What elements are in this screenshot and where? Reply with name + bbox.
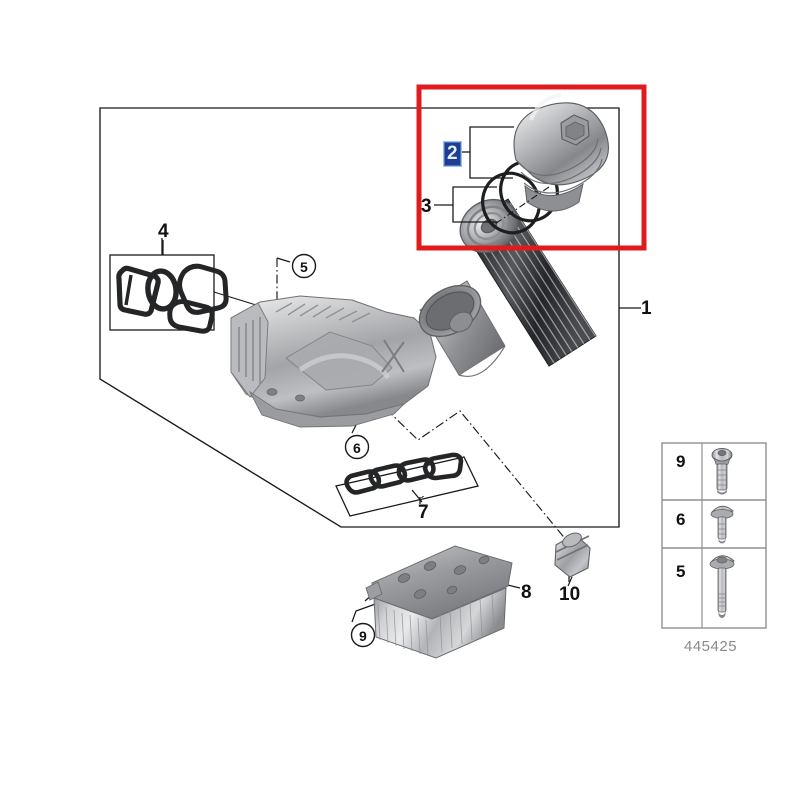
- gasket-set-4: [116, 263, 229, 334]
- callout-label-6[interactable]: 6: [353, 440, 361, 456]
- legend-box: [661, 442, 767, 629]
- assembly-outline: [99, 107, 620, 528]
- callout-label-2-text: 2: [444, 142, 461, 166]
- gasket-set-7: [344, 452, 464, 495]
- callout-label-9[interactable]: 9: [359, 628, 367, 644]
- bracket-2: [456, 126, 514, 179]
- callout-circle-6: [344, 434, 370, 460]
- callout-circles: [291, 253, 376, 648]
- callout-label-5[interactable]: 5: [300, 259, 308, 275]
- callout-label-2[interactable]: 2: [444, 142, 461, 166]
- selection-highlight-box[interactable]: [416, 84, 647, 251]
- oil-filter-cover-cap: [513, 93, 609, 212]
- callout-label-4[interactable]: 4: [158, 221, 169, 242]
- bracket-3: [434, 186, 498, 223]
- legend-bolt-9: [711, 448, 733, 495]
- callout-label-1[interactable]: 1: [641, 298, 652, 319]
- legend-row-number-9: 9: [676, 452, 686, 471]
- legend-row-number-5: 5: [676, 562, 686, 581]
- oil-cooler: [365, 545, 513, 659]
- part-box-7: [335, 456, 479, 517]
- callout-label-3[interactable]: 3: [421, 196, 432, 217]
- cap-alignment-leader: [491, 186, 550, 227]
- legend-bolt-6: [710, 505, 734, 544]
- oil-filter-housing-body: [230, 295, 437, 428]
- dash-dot-leaders: [276, 258, 568, 542]
- legend-bolt-5: [709, 555, 735, 618]
- oil-thermostat: [554, 532, 591, 587]
- drawing-number: 445425: [684, 638, 738, 655]
- callout-label-7[interactable]: 7: [418, 502, 429, 523]
- callout-circle-9: [350, 622, 376, 648]
- callout-label-8[interactable]: 8: [521, 582, 532, 603]
- callout-label-10[interactable]: 10: [559, 584, 581, 605]
- callout-circle-5: [291, 253, 317, 279]
- legend-row-number-6: 6: [676, 510, 686, 529]
